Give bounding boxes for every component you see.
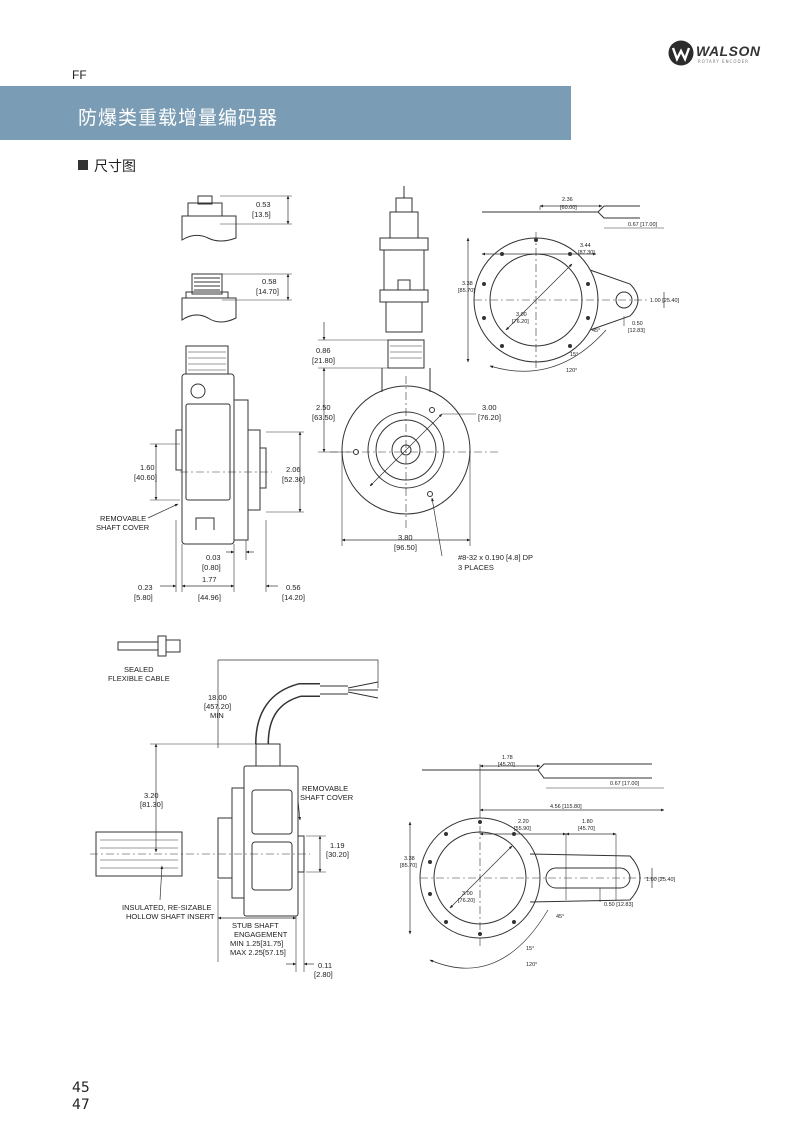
b1-dim-85-70: [85.70] [458,288,475,294]
removable-shaft-cover-label-2: SHAFT COVER [96,523,150,532]
b2-angle-45: 45° [556,914,564,920]
dim-76-20-front: [76.20] [478,413,501,422]
dim-0-56: 0.56 [286,583,301,592]
side-view-encoder [147,345,304,592]
bracket-detail-top [466,204,665,372]
dim-81-30: [81.30] [140,800,163,809]
b2-dim-3-38: 3.38 [404,856,415,862]
dim-1-77: 1.77 [202,575,217,584]
dim-13-5: [13.5] [252,210,271,219]
dim-30-20: [30.20] [326,850,349,859]
brand-tagline: ROTARY ENCODER [698,59,749,64]
b2-dim-0-50: 0.50 [12.83] [604,902,634,908]
connector-detail-second [181,273,292,323]
dim-21-80: [21.80] [312,356,335,365]
dim-96-50: [96.50] [394,543,417,552]
dim-0-53: 0.53 [256,200,271,209]
page-number-secondary: 47 [72,1097,90,1113]
lower-side-view-encoder [90,659,379,972]
stub-shaft-engagement: ENGAGEMENT [234,930,288,939]
b2-dim-76-20: [76.20] [458,898,475,904]
dim-2-80: [2.80] [314,970,333,979]
b1-angle-45: 45° [592,328,600,334]
b2-dim-4-56: 4.56 [115.80] [550,804,582,810]
dim-14-20: [14.20] [282,593,305,602]
b1-dim-3-38: 3.38 [462,281,473,287]
b1-dim-1-00: 1.00 [25.40] [650,298,680,304]
dim-40-60: [40.60] [134,473,157,482]
dim-0-23: 0.23 [138,583,153,592]
dim-0-03: 0.03 [206,553,221,562]
removable-shaft-cover-label-b: REMOVABLE [302,784,348,793]
title-banner [0,86,571,140]
dim-2-06: 2.06 [286,465,301,474]
dim-min: MIN [210,711,224,720]
b2-dim-0-67: 0.67 [17.00] [610,781,640,787]
square-bullet-icon [78,160,88,170]
insert-note: INSULATED, RE-SIZABLE [122,903,211,912]
stub-shaft-max: MAX 2.25[57.15] [230,948,286,957]
thread-note: #8-32 x 0.190 [4.8] DP [458,553,533,562]
sealed-cable-label-2: FLEXIBLE CABLE [108,674,170,683]
b2-dim-2-20: 2.20 [518,819,529,825]
thread-note-places: 3 PLACES [458,563,494,572]
dim-0-86: 0.86 [316,346,331,355]
dim-3-00-front: 3.00 [482,403,497,412]
dim-52-30: [52.30] [282,475,305,484]
front-view-encoder [318,186,500,557]
b2-angle-15: 15° [526,946,534,952]
dim-2-50: 2.50 [316,403,331,412]
b1-dim-0-67: 0.67 [17.00] [628,222,658,228]
dim-0-11: 0.11 [318,961,332,970]
brand-name: WALSON [696,43,761,59]
dim-18-00: 18.00 [208,693,227,702]
b1-angle-15: 15° [570,352,578,358]
b2-dim-3-00: 3.00 [462,891,473,897]
dim-3-80: 3.80 [398,533,413,542]
b1-dim-12-83: [12.83] [628,328,645,334]
b2-dim-45-20: [45.20] [498,762,515,768]
b1-dim-76-20: [76.20] [512,319,529,325]
b2-dim-55-90: [55.90] [514,826,531,832]
walson-logo-icon [668,40,694,66]
dim-5-80: [5.80] [134,593,153,602]
brand-logo: WALSON ROTARY ENCODER [668,40,768,70]
page-number: 45 [72,1080,90,1096]
b2-dim-1-78: 1.78 [502,755,513,761]
dim-0-80: [0.80] [202,563,221,572]
dim-457-20: [457.20] [204,702,231,711]
b1-dim-87-30: [87.30] [578,250,595,256]
dim-44-96: [44.96] [198,593,221,602]
removable-shaft-cover-label: REMOVABLE [100,514,146,523]
bracket-detail-bottom [408,763,665,969]
page-title: 防爆类重载增量编码器 [78,107,279,129]
stub-shaft-label: STUB SHAFT [232,921,279,930]
b1-dim-3-00: 3.00 [516,312,527,318]
connector-detail-top [181,195,292,242]
b2-dim-1-80: 1.80 [582,819,593,825]
b1-angle-120: 120° [566,368,577,374]
dim-3-20: 3.20 [144,791,159,800]
dim-14-70: [14.70] [256,287,279,296]
removable-shaft-cover-label-b2: SHAFT COVER [300,793,354,802]
dim-1-19: 1.19 [330,841,345,850]
b2-dim-45-70: [45.70] [578,826,595,832]
b2-angle-120: 120° [526,962,537,968]
dim-1-60: 1.60 [140,463,155,472]
dim-63-50: [63.50] [312,413,335,422]
stub-shaft-min: MIN 1.25[31.75] [230,939,283,948]
b2-dim-1-00: 1.00 [25.40] [646,877,676,883]
sealed-cable-label: SEALED [124,665,154,674]
section-heading: 尺寸图 [94,159,136,175]
dim-0-58: 0.58 [262,277,277,286]
insert-note-2: HOLLOW SHAFT INSERT [126,912,215,921]
b1-dim-0-50: 0.50 [632,321,643,327]
sealed-cable-icon [117,635,181,657]
section-code: FF [72,68,87,82]
b1-dim-2-36: 2.36 [562,197,573,203]
b1-dim-60-00: [60.00] [560,205,577,211]
b2-dim-85-70: [85.70] [400,863,417,869]
b1-dim-3-44: 3.44 [580,243,591,249]
